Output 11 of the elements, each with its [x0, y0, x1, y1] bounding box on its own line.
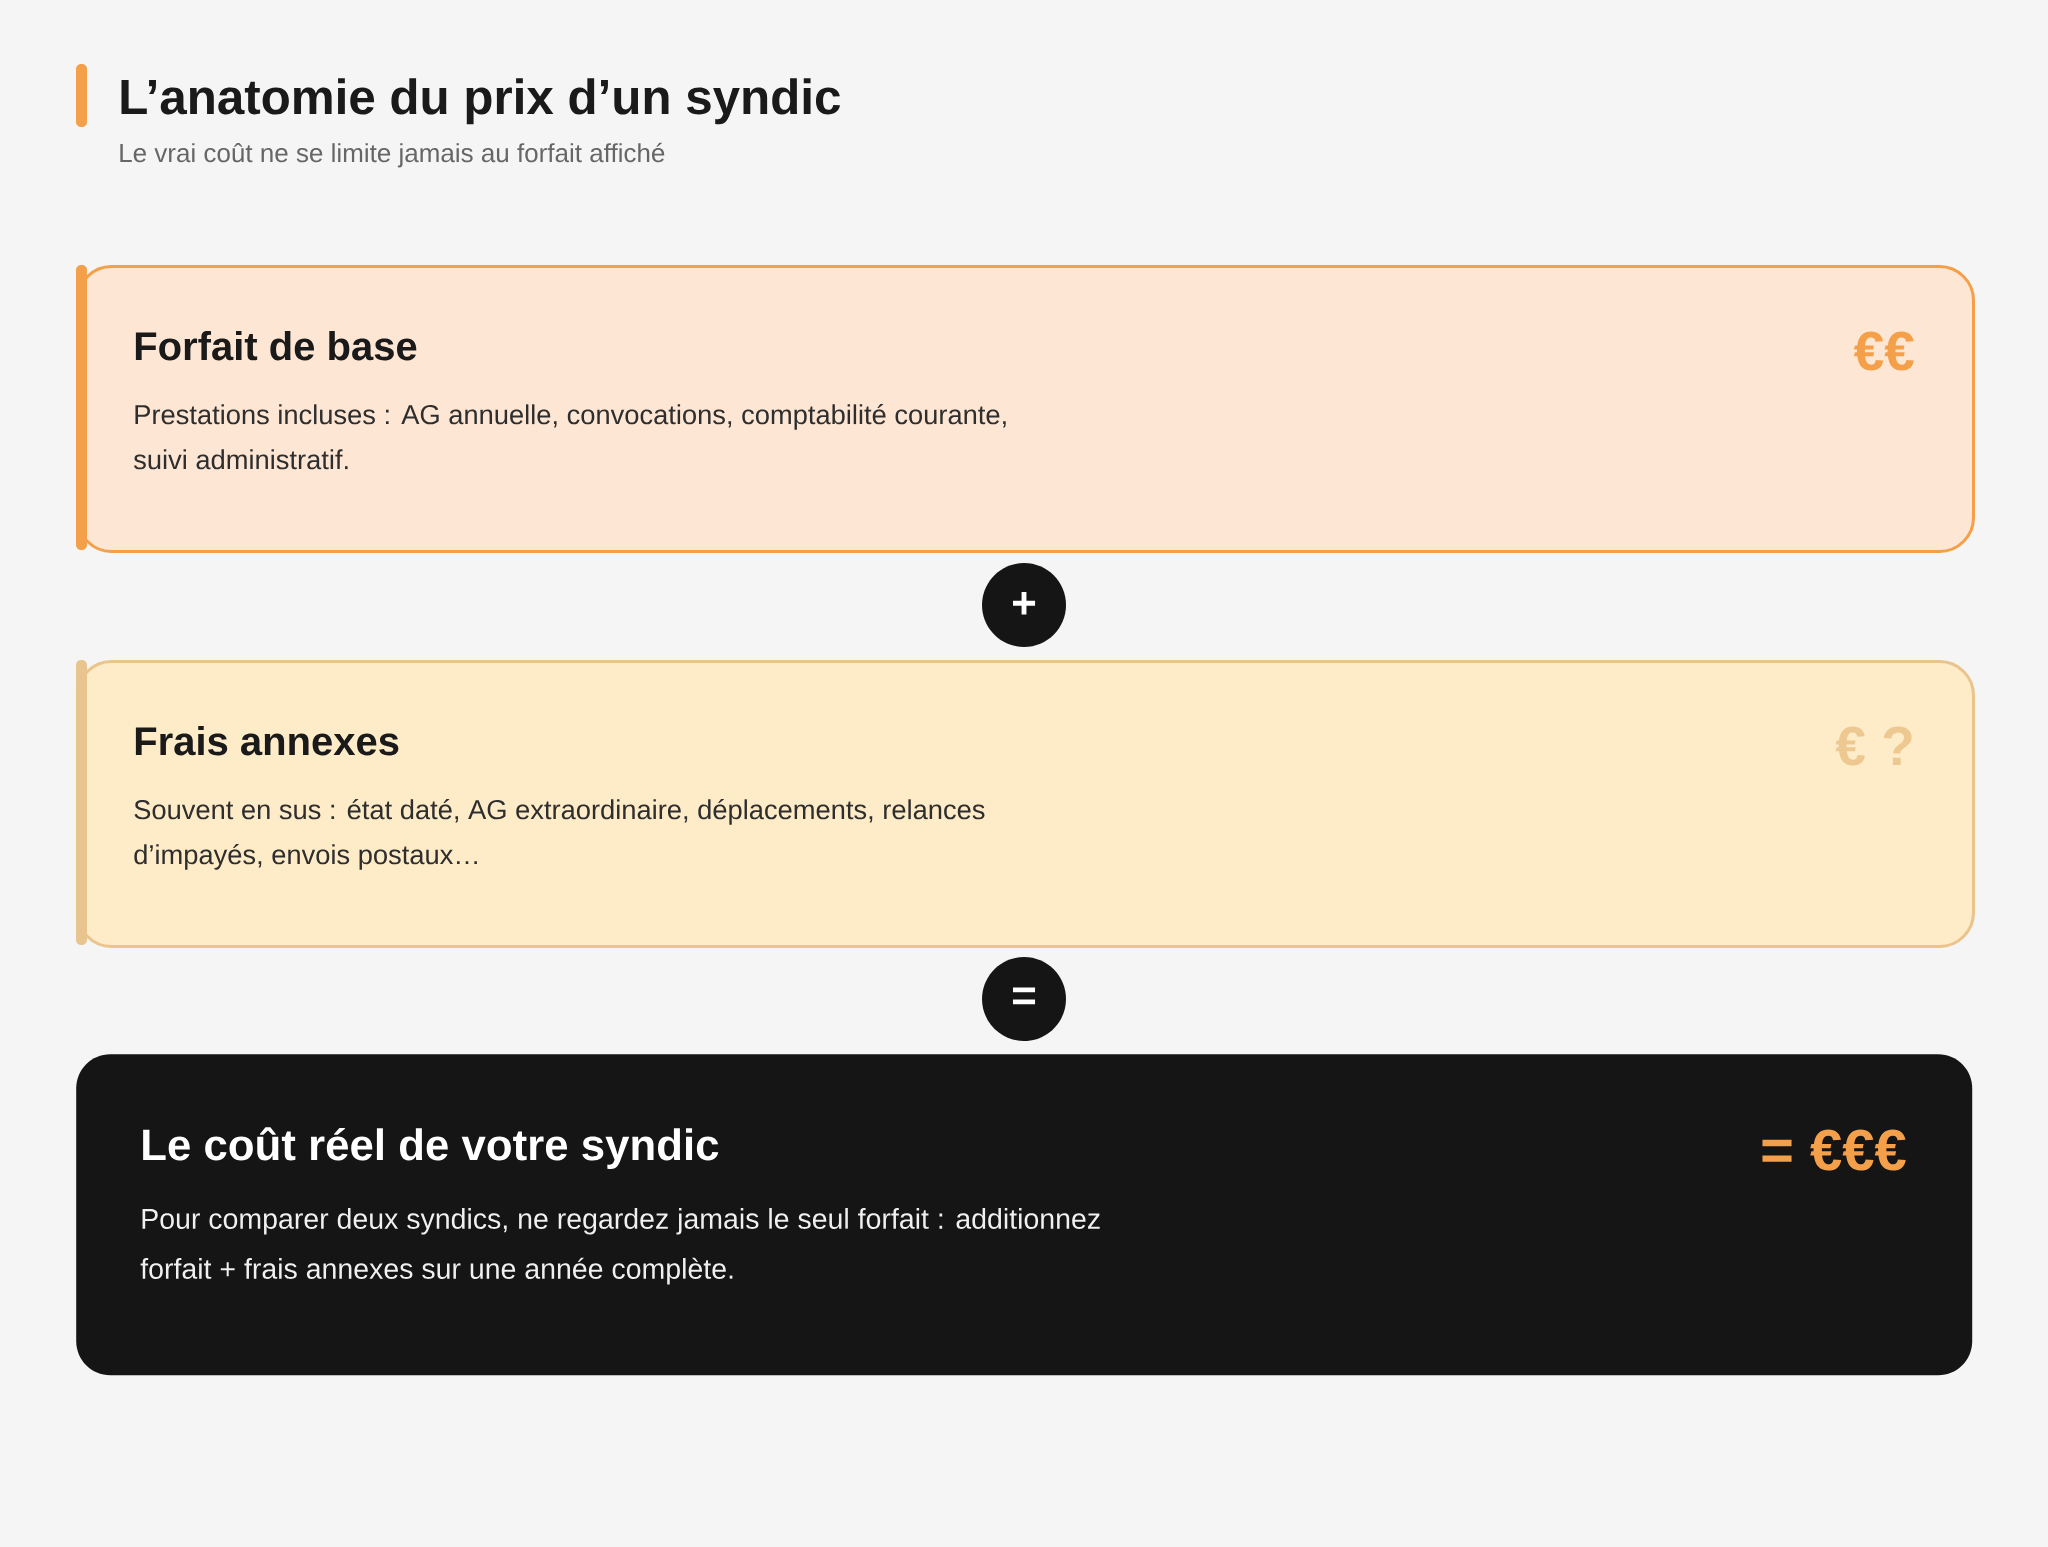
card-heading: Le coût réel de votre syndic [143, 1127, 719, 1170]
price-text: € ? [1835, 726, 1912, 766]
subtitle: Le vrai coût ne se limite jamais au forfait affiché [120, 142, 665, 168]
card-heading: Forfait de base [135, 331, 417, 361]
price-text: €€ [1853, 331, 1914, 371]
price-text: = €€€ [1762, 1129, 1906, 1171]
card-text: Pour comparer deux syndics, ne regardez jamais le seul forfait : additionnez forfait + frais annexes sur une année complète. [140, 1208, 1100, 1285]
card-text: Prestations incluses : AG annuelle, convocations, comptabilité courante, suivi administratif. [133, 404, 1006, 470]
card-text: Souvent en sus : état daté, AG extraordinaire, déplacements, relances d’impayés, envois postaux… [134, 799, 985, 870]
card-heading: Frais annexes [135, 726, 399, 756]
title: L’anatomie du prix d’un syndic [121, 78, 840, 125]
